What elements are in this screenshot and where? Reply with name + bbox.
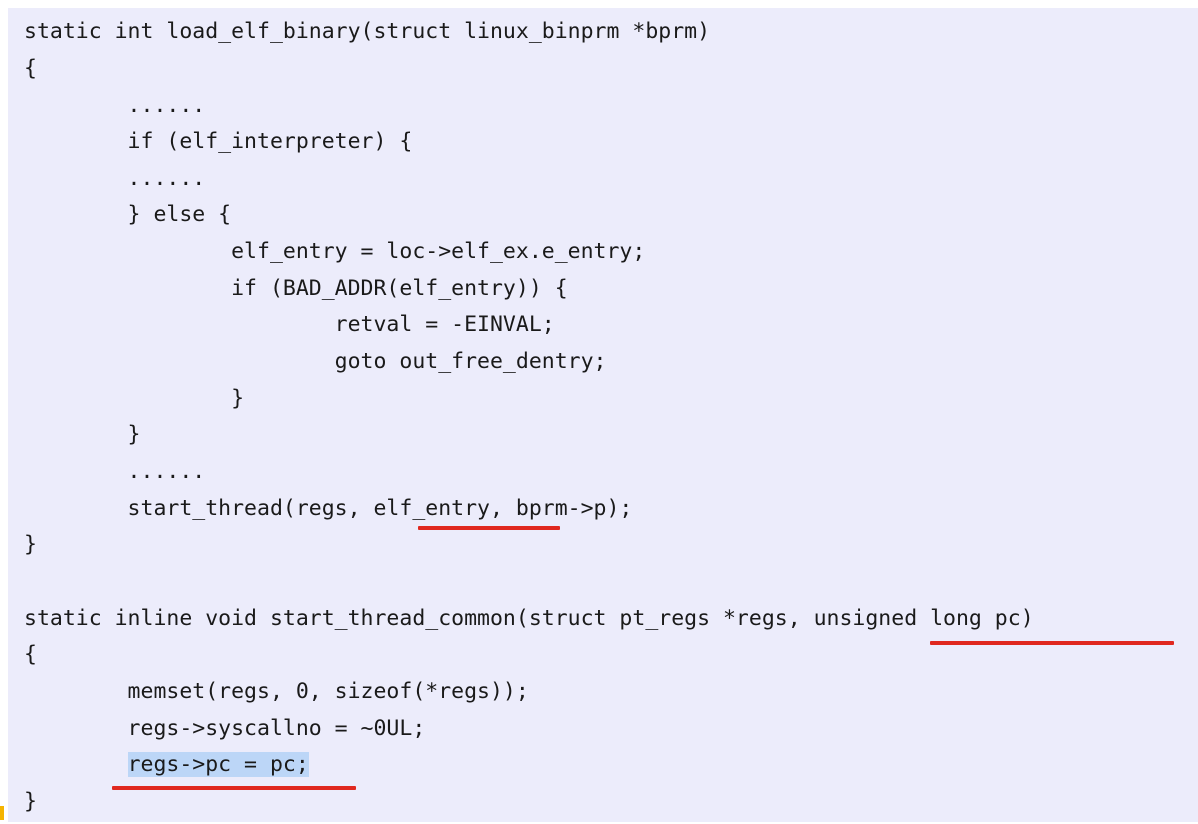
code-line: { — [24, 56, 37, 81]
code-line: static int load_elf_binary(struct linux_… — [24, 19, 711, 44]
code-line: goto out_free_dentry; — [24, 349, 607, 374]
code-line: } — [24, 422, 141, 447]
code-line: } — [24, 386, 245, 411]
code-panel: static int load_elf_binary(struct linux_… — [8, 8, 1198, 822]
code-line: ...... — [24, 93, 206, 118]
pc-param-underline — [930, 641, 1174, 645]
elf-entry-underline — [418, 526, 560, 530]
code-line-highlighted: regs->pc = pc; — [24, 751, 309, 779]
selected-code-highlight: regs->pc = pc; — [127, 752, 309, 777]
code-line: } — [24, 532, 37, 557]
regs-pc-underline — [112, 786, 356, 790]
code-line: static inline void start_thread_common(s… — [24, 606, 1034, 631]
corner-marker — [0, 806, 4, 820]
code-line: { — [24, 642, 37, 667]
code-line: ...... — [24, 459, 206, 484]
code-line: retval = -EINVAL; — [24, 312, 555, 337]
code-line: } — [24, 789, 37, 814]
code-line: memset(regs, 0, sizeof(*regs)); — [24, 679, 529, 704]
code-line: if (BAD_ADDR(elf_entry)) { — [24, 276, 568, 301]
code-line: if (elf_interpreter) { — [24, 129, 413, 154]
code-line: start_thread(regs, elf_entry, bprm->p); — [24, 496, 633, 521]
code-line: regs->syscallno = ~0UL; — [24, 716, 426, 741]
code-line: ...... — [24, 166, 206, 191]
code-line: } else { — [24, 202, 232, 227]
code-line: elf_entry = loc->elf_ex.e_entry; — [24, 239, 646, 264]
